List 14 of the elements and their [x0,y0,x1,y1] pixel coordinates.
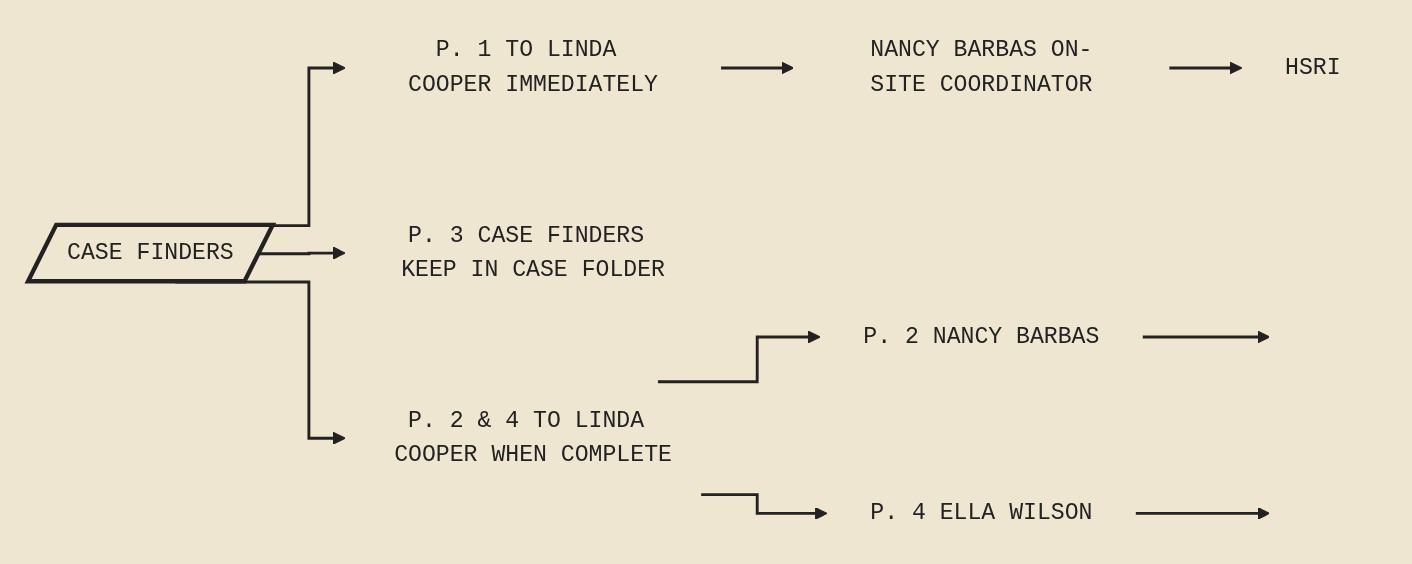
node-text: P. 3 CASE FINDERS KEEP IN CASE FOLDER [401,222,665,284]
arrow [1135,507,1270,520]
arrow [657,330,821,384]
arrow [259,246,346,260]
arrow [1142,330,1270,344]
node-text: NANCY BARBAS ON-SITE COORDINATOR [870,37,1093,99]
node-text: P. 2 NANCY BARBAS [863,323,1100,350]
arrow [1169,61,1243,75]
arrow [721,61,794,75]
node-text: HSRI [1285,54,1341,81]
node-text: P. 1 TO LINDA COOPER IMMEDIATELY [408,37,659,99]
arrow [701,493,828,520]
node-text: P. 4 ELLA WILSON [870,500,1093,527]
node-text: P. 2 & 4 TO LINDA COOPER WHEN COMPLETE [394,407,672,469]
